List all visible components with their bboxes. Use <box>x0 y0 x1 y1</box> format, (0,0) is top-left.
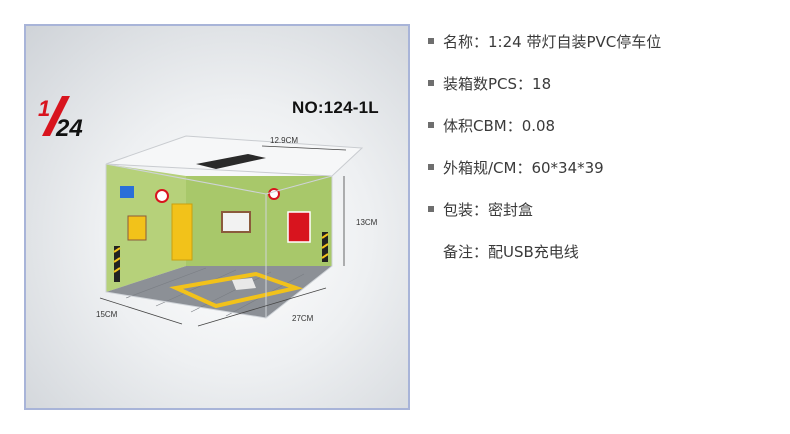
speed-limit-sign <box>155 189 169 203</box>
hazard-stripes <box>113 233 329 273</box>
model-number: NO:124-1L <box>292 98 379 117</box>
spec-list: 名称：1:24 带灯自装PVC停车位 装箱数PCS：18 体积CBM：0.08 … <box>428 20 768 272</box>
parking-sign <box>120 186 134 198</box>
fire-hydrant-box <box>287 211 311 243</box>
scale-logo: 1 24 <box>38 96 83 138</box>
acrylic-lid <box>105 135 364 177</box>
spec-item-volume: 体积CBM：0.08 <box>428 104 768 146</box>
spec-item-carton-size: 外箱规/CM：60*34*39 <box>428 146 768 188</box>
logo-digits: 1 24 <box>38 96 83 138</box>
parking-p-marking <box>232 278 256 290</box>
bullet-icon <box>428 38 434 44</box>
acrylic-box-outline <box>105 163 333 319</box>
spec-item-name: 名称：1:24 带灯自装PVC停车位 <box>428 20 768 62</box>
bullet-icon <box>428 164 434 170</box>
left-wall-poster <box>127 215 147 241</box>
spec-label: 装箱数PCS：18 <box>443 74 552 93</box>
spec-item-packaging: 包装：密封盒 <box>428 188 768 230</box>
svg-text:1: 1 <box>38 96 50 121</box>
parking-bay-marking <box>169 271 304 309</box>
back-wall <box>186 176 332 266</box>
dimension-lines <box>99 145 347 327</box>
wall-poster <box>221 211 251 233</box>
product-photo: 1 24 NO:124-1L 12.9CM 13CM 15CM 27CM <box>24 24 410 410</box>
dim-top-width: 12.9CM <box>270 136 299 145</box>
bullet-icon <box>428 206 434 212</box>
parking-diorama <box>99 135 364 327</box>
yellow-door <box>171 203 193 261</box>
spec-label: 备注：配USB充电线 <box>443 242 579 261</box>
bullet-icon <box>428 122 434 128</box>
dim-length: 27CM <box>292 314 314 323</box>
light-bar <box>196 154 266 169</box>
spec-label: 体积CBM：0.08 <box>443 116 556 135</box>
svg-text:24: 24 <box>55 115 83 138</box>
spec-item-quantity: 装箱数PCS：18 <box>428 62 768 104</box>
dim-height: 13CM <box>356 218 378 227</box>
logo-slash-icon <box>42 96 70 136</box>
dim-depth: 15CM <box>96 310 118 319</box>
hazard-stripe-left <box>114 246 120 282</box>
spec-label: 包装：密封盒 <box>443 200 534 219</box>
spec-label: 外箱规/CM：60*34*39 <box>443 158 604 177</box>
spec-label: 名称：1:24 带灯自装PVC停车位 <box>443 32 662 51</box>
bullet-icon <box>428 80 434 86</box>
spec-item-remark: 备注：配USB充电线 <box>428 230 768 272</box>
